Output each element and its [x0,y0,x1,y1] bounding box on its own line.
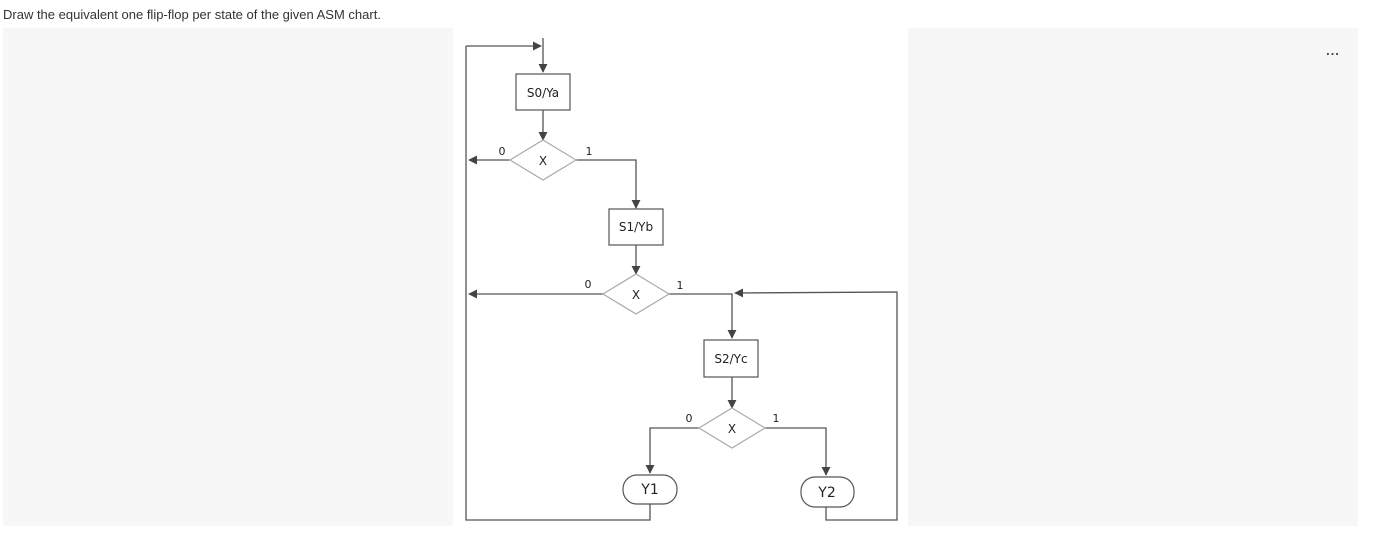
decision-2-zero-label: 0 [585,278,592,291]
asm-chart-image: S0/Ya S1/Yb S2/Yc X 0 1 X 0 1 X 0 1 [453,28,908,528]
decision-1-zero-label: 0 [499,145,506,158]
output-y2-label: Y2 [817,485,835,501]
state-s0-label: S0/Ya [527,86,559,100]
decision-1-one-label: 1 [586,145,593,158]
decision-2: X 0 1 [585,273,684,315]
decision-1-label: X [539,154,547,168]
more-options-button[interactable]: ... [1321,41,1345,59]
decision-3-zero-label: 0 [686,412,693,425]
more-horizontal-icon: ... [1326,42,1340,58]
y2-feedback-line [734,288,898,521]
decision-1: X 0 1 [499,139,593,181]
decision-3-one-label: 1 [773,412,780,425]
d3-zero-line [645,427,699,474]
output-y1-label: Y1 [640,482,658,498]
decision-3-label: X [728,422,736,436]
asm-chart-svg: S0/Ya S1/Yb S2/Yc X 0 1 X 0 1 X 0 1 [465,38,898,521]
decision-2-label: X [632,288,640,302]
decision-2-one-label: 1 [677,279,684,292]
output-y1: Y1 [622,474,678,505]
loop-return-line [465,46,651,521]
d3-one-line [765,427,831,476]
output-y2: Y2 [800,476,855,508]
question-text: Draw the equivalent one flip-flop per st… [3,7,381,22]
state-s0: S0/Ya [515,73,571,111]
state-s1: S1/Yb [608,208,664,246]
state-s2-label: S2/Yc [714,352,747,366]
decision-3: X 0 1 [686,407,780,449]
state-s2: S2/Yc [703,339,759,378]
state-s1-label: S1/Yb [619,220,653,234]
d2-one-line [669,293,737,339]
d1-one-line [576,159,641,209]
